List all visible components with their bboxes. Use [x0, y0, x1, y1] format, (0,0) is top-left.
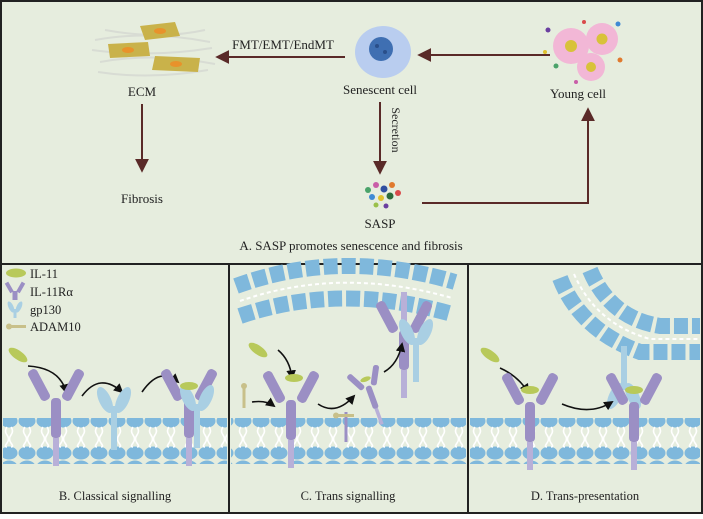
- ecm-label: ECM: [128, 84, 157, 99]
- panel-c-caption: C. Trans signalling: [301, 489, 397, 503]
- legend: IL-11 IL-11Rα gp130 ADAM10: [4, 267, 81, 334]
- panel-a: ECM Senescent cell Young cell FMT/EMT/En…: [91, 20, 623, 253]
- panel-b: B. Classical signalling: [6, 345, 219, 503]
- panel-a-caption: A. SASP promotes senescence and fibrosis: [239, 238, 462, 253]
- membrane-c: [231, 418, 466, 464]
- sasp-icon: [365, 182, 401, 209]
- legend-label-il11: IL-11: [30, 267, 58, 281]
- ecm-illustration: [91, 22, 216, 77]
- panel-d-caption: D. Trans-presentation: [531, 489, 640, 503]
- il11ra-receptor-icon: [4, 281, 26, 300]
- membrane-d: [470, 418, 700, 464]
- secretion-label: Secretion: [389, 107, 403, 152]
- legend-label-il11ra: IL-11Rα: [30, 285, 73, 299]
- panel-c: C. Trans signalling: [233, 258, 458, 503]
- transition-label: FMT/EMT/EndMT: [232, 37, 334, 52]
- fibrosis-label: Fibrosis: [121, 191, 163, 206]
- il11-ellipse-icon: [6, 268, 26, 278]
- panel-b-caption: B. Classical signalling: [59, 489, 172, 503]
- young-cell-label: Young cell: [550, 86, 606, 101]
- young-cell-icon: [543, 20, 623, 84]
- legend-label-gp130: gp130: [30, 303, 61, 317]
- panel-d: D. Trans-presentation: [478, 266, 700, 503]
- senescent-cell-label: Senescent cell: [343, 82, 417, 97]
- sasp-to-young-arrow: [422, 107, 595, 204]
- gp130-receptor-icon: [7, 301, 23, 318]
- legend-label-adam10: ADAM10: [30, 320, 81, 334]
- sasp-label: SASP: [364, 216, 395, 231]
- adam10-protease-icon: [6, 323, 26, 330]
- receptor-complex: [159, 367, 219, 466]
- senescent-cell-icon: [355, 26, 411, 78]
